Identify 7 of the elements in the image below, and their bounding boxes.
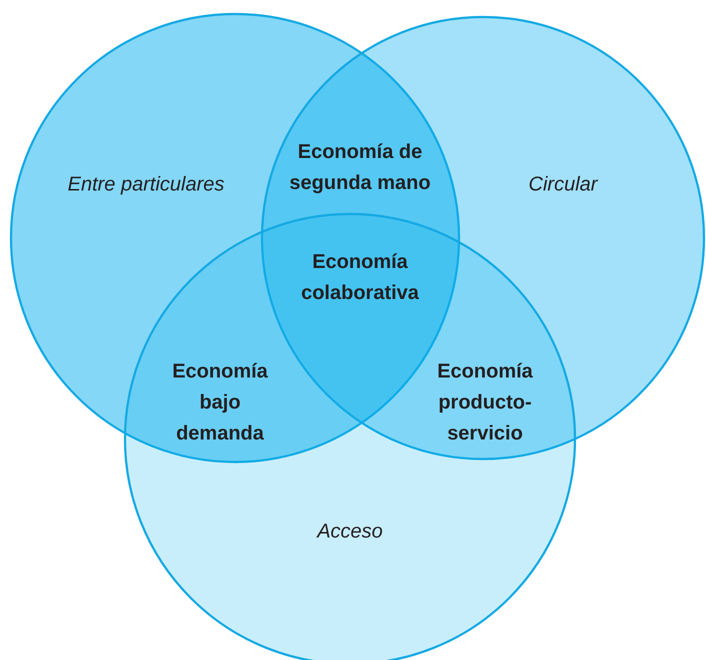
- intersection-label: Economía de segunda mano: [288, 140, 432, 196]
- intersection-label: Economía colaborativa: [300, 250, 420, 306]
- set-label: Acceso: [317, 520, 383, 544]
- intersection-label: Economía bajo demanda: [171, 360, 269, 446]
- set-label: Entre particulares: [68, 174, 224, 196]
- set-label: Circular: [528, 174, 598, 196]
- intersection-label: Economía producto-servicio: [436, 360, 534, 446]
